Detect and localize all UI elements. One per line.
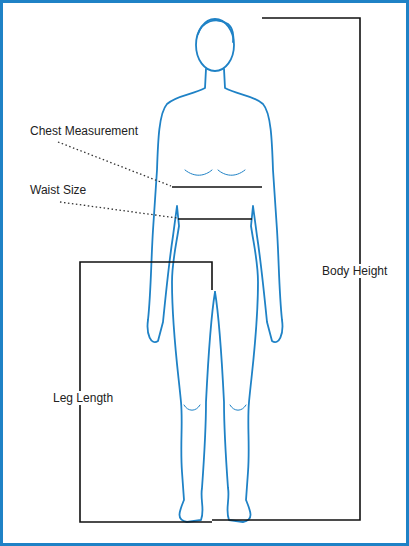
measure-lines — [80, 18, 360, 522]
human-figure — [148, 19, 283, 522]
chest-label: Chest Measurement — [30, 124, 138, 138]
leg-label: Leg Length — [52, 391, 114, 405]
waist-label: Waist Size — [30, 183, 86, 197]
leader-lines — [58, 142, 177, 218]
height-label: Body Height — [321, 264, 388, 278]
